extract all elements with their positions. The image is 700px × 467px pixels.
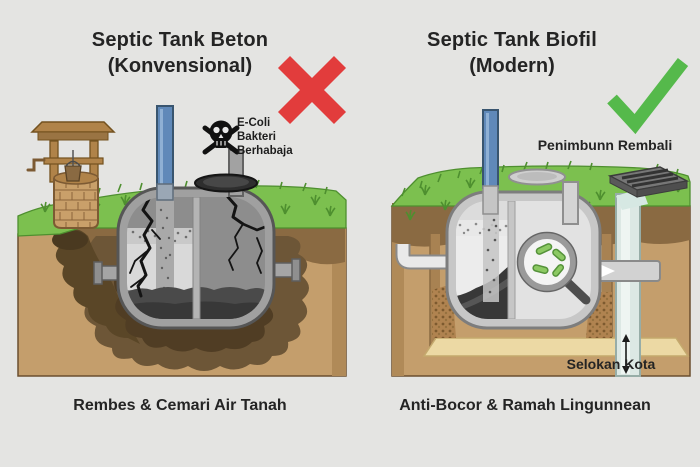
magnifier-icon <box>516 231 591 305</box>
sand-layer <box>422 337 690 357</box>
left-panel-subtitle: (Konvensional) <box>107 55 253 77</box>
right-panel-subtitle: (Modern) <box>469 55 555 77</box>
left-illustration <box>17 55 347 377</box>
concrete-septic-tank <box>116 186 276 330</box>
left-inlet-pipe <box>156 105 174 201</box>
right-panel-caption: Anti-Bocor & Ramah Lingunnean <box>399 397 651 414</box>
right-illustration <box>390 58 691 377</box>
drain-depth-arrow <box>622 334 630 374</box>
city-drain-label: Selokan Kota <box>566 356 656 372</box>
right-tank-divider <box>507 201 516 319</box>
inlet-drop-column <box>156 197 174 301</box>
x-mark-icon <box>277 55 347 125</box>
street-drain-grate-icon <box>607 166 690 210</box>
water-well <box>26 121 116 229</box>
right-panel-title: Septic Tank Biofil <box>427 29 597 51</box>
bacteria-icons <box>532 243 566 277</box>
left-panel-caption: Rembes & Cemari Air Tanah <box>73 397 287 414</box>
elbow-pipe <box>395 244 447 270</box>
warning-line-3: Berhabaja <box>237 145 293 157</box>
left-manhole-cover <box>194 173 258 193</box>
check-mark-icon <box>607 58 689 135</box>
tank-cracks <box>129 197 265 298</box>
warning-line-2: Bakteri <box>237 131 276 143</box>
ecoli-warning-label: E-Coli Bakteri Berhabaja <box>237 116 327 158</box>
well-bucket-handle <box>65 160 81 167</box>
well-crank-handle <box>26 158 46 172</box>
backfill-label: Penimbunn Rembali <box>537 137 673 153</box>
right-manhole-cover <box>508 168 566 186</box>
inlet-particles <box>159 208 172 290</box>
drainage-channel <box>615 193 641 377</box>
right-inlet-particles <box>485 210 498 294</box>
warning-line-1: E-Coli <box>237 117 271 129</box>
well-roof <box>30 121 116 133</box>
contamination-spot <box>52 230 88 250</box>
right-inlet-pipe <box>482 109 499 215</box>
left-panel-title: Septic Tank Beton <box>91 29 269 51</box>
well-bucket <box>64 165 82 182</box>
right-inlet-drop-column <box>483 201 499 302</box>
skull-crossbones-icon <box>202 120 240 155</box>
right-vent-pipe <box>562 181 579 225</box>
tank-divider <box>192 197 201 319</box>
contamination-tendril-to-well <box>53 226 140 344</box>
well-roof-fascia <box>37 131 109 141</box>
magnifier-handle <box>561 276 591 305</box>
